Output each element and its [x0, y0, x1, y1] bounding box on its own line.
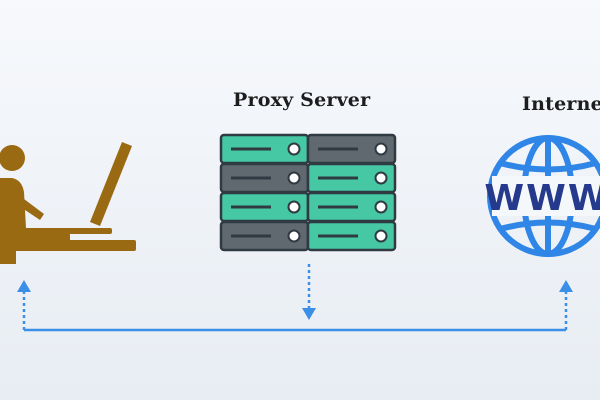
user-arrow-head	[17, 280, 31, 292]
server-unit	[219, 133, 310, 165]
server-status-light	[287, 171, 301, 185]
server-slot	[231, 176, 271, 180]
globe-www-text: WWW	[484, 178, 600, 219]
server-slot	[318, 205, 358, 209]
internet-arrow-head	[559, 280, 573, 292]
server-status-light	[287, 200, 301, 214]
server-slot	[318, 147, 358, 151]
server-slot	[231, 234, 271, 238]
server-unit	[306, 162, 397, 194]
desk	[0, 240, 136, 251]
server-rack-icon	[219, 133, 397, 252]
server-unit	[219, 162, 310, 194]
connection-lines	[17, 264, 573, 332]
server-slot	[231, 147, 271, 151]
server-arrow-head	[302, 308, 316, 320]
internet-label: Internet	[522, 93, 600, 115]
globe-text-band	[492, 176, 600, 216]
server-unit	[306, 133, 397, 165]
keyboard	[52, 228, 112, 234]
user-arm	[16, 196, 44, 220]
server-unit	[306, 191, 397, 223]
server-status-light	[374, 142, 388, 156]
server-status-light	[374, 171, 388, 185]
server-status-light	[287, 142, 301, 156]
user-at-computer-icon	[0, 142, 136, 264]
server-unit	[219, 220, 310, 252]
server-status-light	[374, 200, 388, 214]
user-head	[0, 145, 25, 171]
globe-latitude-top	[499, 160, 597, 173]
server-unit	[219, 191, 310, 223]
server-slot	[231, 205, 271, 209]
server-slot	[318, 176, 358, 180]
server-unit	[306, 220, 397, 252]
monitor	[90, 142, 132, 226]
server-status-light	[287, 229, 301, 243]
server-slot	[318, 234, 358, 238]
user-leg	[0, 250, 16, 264]
server-status-light	[374, 229, 388, 243]
globe-latitude-bottom	[499, 219, 597, 232]
proxy-server-label: Proxy Server	[233, 89, 371, 111]
